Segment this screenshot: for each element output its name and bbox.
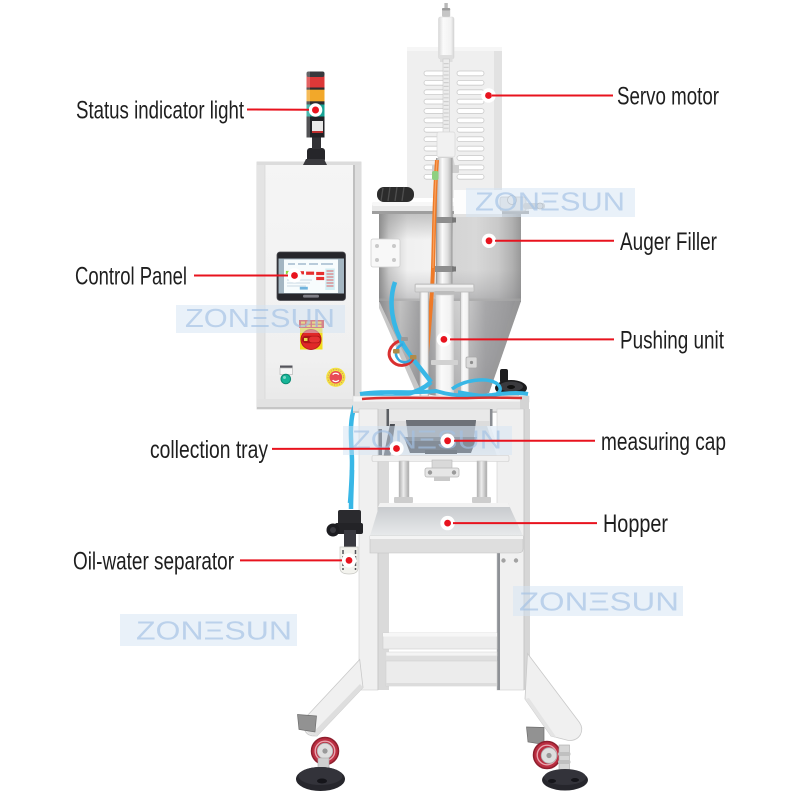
svg-text:measuring cap: measuring cap — [601, 428, 726, 456]
svg-text:Auger Filler: Auger Filler — [620, 228, 717, 256]
svg-text:collection tray: collection tray — [150, 436, 268, 464]
svg-text:Control Panel: Control Panel — [75, 263, 187, 291]
svg-text:Status indicator light: Status indicator light — [76, 97, 244, 125]
svg-text:Hopper: Hopper — [603, 510, 668, 538]
svg-text:ZONΞSUN: ZONΞSUN — [475, 187, 625, 217]
svg-text:ZONΞSUN: ZONΞSUN — [136, 616, 292, 646]
svg-text:ZONΞSUN: ZONΞSUN — [519, 587, 679, 617]
svg-text:ZONΞSUN: ZONΞSUN — [185, 303, 335, 333]
svg-text:Pushing unit: Pushing unit — [620, 326, 724, 354]
svg-text:Servo motor: Servo motor — [617, 83, 719, 111]
svg-text:ZONΞSUN: ZONΞSUN — [352, 425, 502, 455]
svg-text:Oil-water separator: Oil-water separator — [73, 547, 234, 575]
